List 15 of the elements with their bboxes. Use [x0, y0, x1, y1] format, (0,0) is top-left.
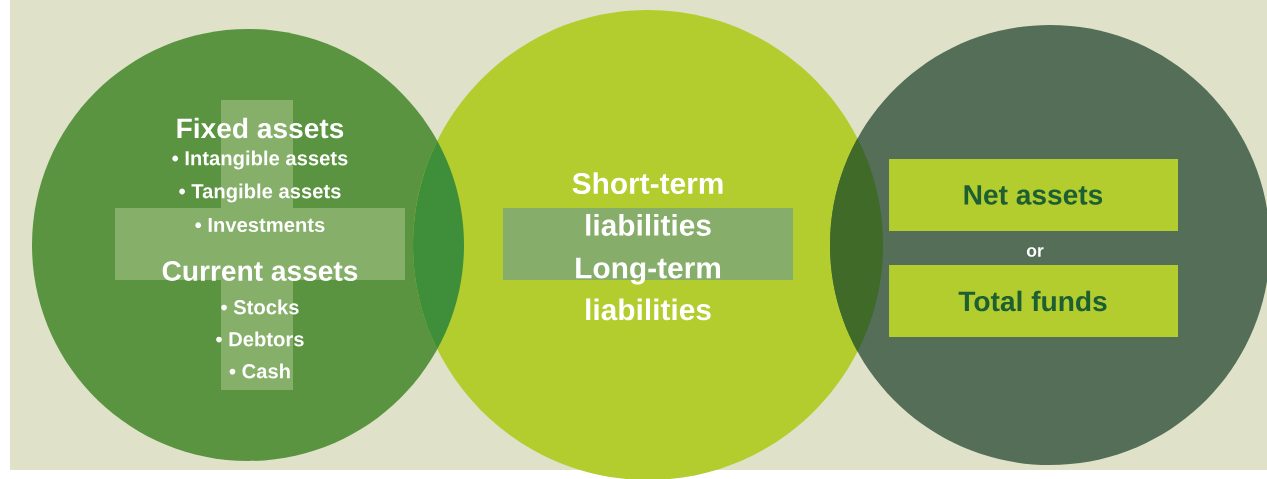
- bullet-item: • Tangible assets: [179, 183, 341, 203]
- heading-text: Short-term liabilities: [572, 172, 723, 236]
- bullet-item: • Stocks: [221, 299, 299, 315]
- heading-text: Total funds: [958, 290, 1107, 312]
- bullet-item: • Investments: [195, 217, 325, 233]
- bullet-item: • Debtors: [216, 331, 304, 347]
- heading-text: Net assets: [964, 185, 1103, 205]
- heading-text: Current assets: [162, 261, 358, 281]
- label-box: [889, 265, 1178, 337]
- bullet-item: • Cash: [229, 363, 290, 379]
- heading-text: Long-term liabilities: [576, 257, 720, 321]
- heading-text: Fixed assets: [177, 117, 344, 139]
- label-box: [889, 159, 1178, 231]
- connector-word: or: [1026, 247, 1044, 257]
- bullet-item: • Intangible assets: [172, 150, 348, 170]
